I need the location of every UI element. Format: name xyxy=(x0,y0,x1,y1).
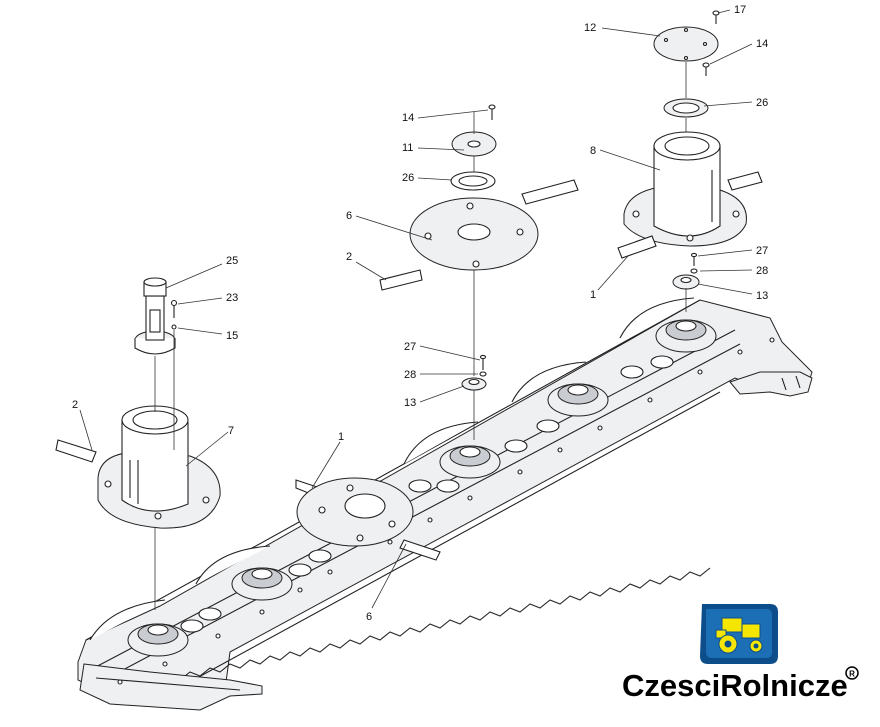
callout-27: 27 xyxy=(404,341,416,353)
left-drum xyxy=(55,405,221,529)
callout-2: 2 xyxy=(72,399,78,411)
callout-26: 26 xyxy=(402,172,414,184)
callout-28: 28 xyxy=(756,265,768,277)
brand-logo: R xyxy=(700,604,859,680)
callout-leaders xyxy=(79,9,753,609)
callout-12: 12 xyxy=(584,22,596,34)
left-gearbox-shaft xyxy=(134,277,178,355)
callout-1: 1 xyxy=(338,431,344,443)
bar-disc xyxy=(295,477,441,561)
callout-14: 14 xyxy=(756,38,768,50)
callout-6: 6 xyxy=(346,210,352,222)
callout-7: 7 xyxy=(228,425,234,437)
callout-6: 6 xyxy=(366,611,372,623)
callout-14: 14 xyxy=(402,112,414,124)
middle-disc-stack xyxy=(379,104,579,391)
callout-13: 13 xyxy=(756,290,768,302)
brand-wordmark: CzesciRolnicze xyxy=(622,668,848,703)
registered-mark-letter: R xyxy=(849,670,855,679)
callout-15: 15 xyxy=(226,330,238,342)
callout-23: 23 xyxy=(226,292,238,304)
callout-17: 17 xyxy=(734,4,746,16)
callout-13: 13 xyxy=(404,397,416,409)
callout-8: 8 xyxy=(590,145,596,157)
tractor-icon xyxy=(715,617,763,654)
callout-27: 27 xyxy=(756,245,768,257)
registered-mark xyxy=(845,666,859,680)
bar-hubs xyxy=(89,297,717,657)
callout-2: 2 xyxy=(346,251,352,263)
callout-26: 26 xyxy=(756,97,768,109)
callout-1: 1 xyxy=(590,289,596,301)
callout-25: 25 xyxy=(226,255,238,267)
right-drum-stack xyxy=(617,10,763,290)
callout-labels: 17 12 14 26 8 27 28 13 1 14 11 26 6 2 27… xyxy=(72,4,768,623)
callout-28: 28 xyxy=(404,369,416,381)
callout-11: 11 xyxy=(402,142,413,154)
